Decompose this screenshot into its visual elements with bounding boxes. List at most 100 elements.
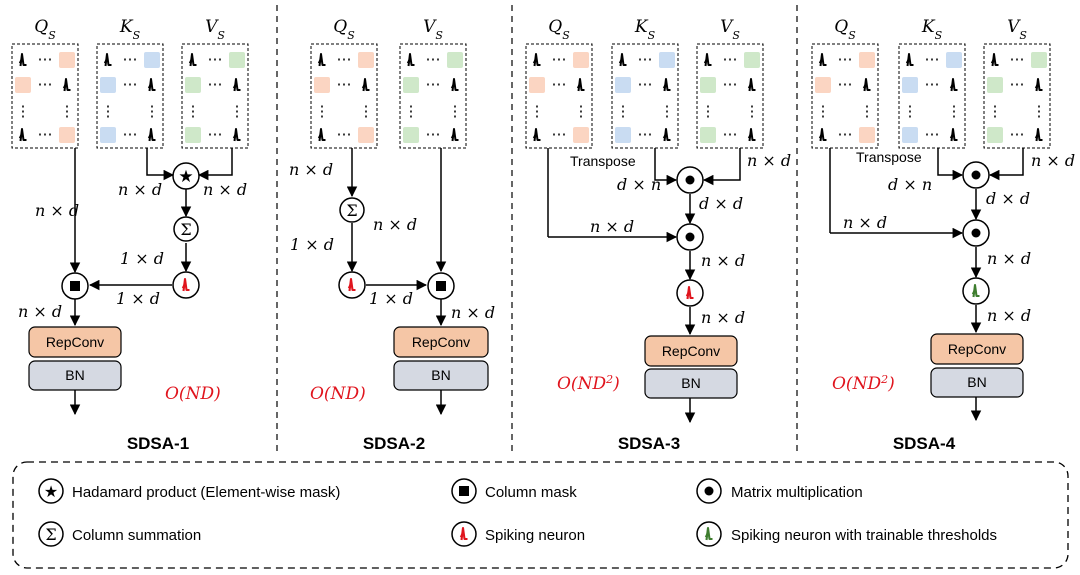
- sum-op: Σ: [173, 216, 199, 242]
- sum-op: Σ: [339, 197, 365, 223]
- spike-glyph: [181, 277, 190, 292]
- legend-matmul: Matrix multiplication: [696, 478, 863, 504]
- svg-text:⋯: ⋯: [123, 76, 138, 93]
- spike-glyph: [147, 78, 156, 92]
- svg-text:⋯: ⋯: [925, 76, 940, 93]
- spike-glyph: [862, 78, 871, 92]
- svg-text:⋯: ⋯: [838, 126, 853, 143]
- spike-glyph: [18, 53, 27, 67]
- connectors: [829, 148, 1024, 422]
- connectors: [346, 148, 447, 416]
- spike-glyph: [704, 526, 713, 541]
- panel-sdsa-2: Σ n × d 1 × d n × d 1 × d n × d RepConv …: [289, 148, 495, 453]
- complexity: O(ND2): [832, 373, 895, 395]
- panel-title: SDSA-1: [127, 434, 189, 453]
- spike-glyph: [1034, 78, 1043, 92]
- matrix-header: KS: [634, 17, 656, 42]
- matrix-header: KS: [921, 17, 943, 42]
- label-nd: n × d: [1031, 151, 1075, 170]
- spike-glyph: [459, 526, 468, 541]
- spike-glyph: [232, 128, 241, 142]
- svg-text:★: ★: [178, 167, 193, 187]
- sigma-icon: Σ: [38, 521, 64, 547]
- matrix-k: KS⋯⋯⋮⋮⋯: [611, 17, 679, 149]
- matrix-k: KS⋯⋯⋮⋮⋯: [96, 17, 164, 149]
- svg-text:⋮: ⋮: [616, 103, 631, 120]
- svg-text:⋮: ⋮: [16, 103, 31, 120]
- svg-text:⋯: ⋯: [123, 51, 138, 68]
- spike-glyph: [818, 128, 827, 142]
- bn-block: BN: [644, 368, 738, 399]
- label-nd: n × d: [747, 151, 791, 170]
- spike-glyph: [747, 128, 756, 142]
- label-nd: n × d: [590, 217, 634, 236]
- svg-text:⋯: ⋯: [838, 76, 853, 93]
- matmul-op: [676, 223, 704, 251]
- star-op: ★: [172, 162, 200, 190]
- label-dd: d × d: [986, 189, 1030, 208]
- matrix-header: VS: [423, 17, 443, 42]
- spike-glyph: [62, 78, 71, 92]
- svg-text:⋯: ⋯: [426, 76, 441, 93]
- spike-icon: [451, 521, 477, 547]
- spiking-neuron: [676, 279, 704, 307]
- legend-column-mask: Column mask: [451, 478, 577, 504]
- panel-title: SDSA-3: [618, 434, 680, 453]
- square-icon: [451, 478, 477, 504]
- matrix-header: KS: [119, 17, 141, 42]
- svg-text:★: ★: [44, 482, 58, 501]
- svg-text:BN: BN: [431, 367, 450, 383]
- svg-text:⋮: ⋮: [145, 103, 160, 120]
- svg-text:RepConv: RepConv: [662, 343, 720, 359]
- label-nd: n × d: [451, 303, 495, 322]
- label-nd: n × d: [701, 308, 745, 327]
- svg-text:⋯: ⋯: [1010, 126, 1025, 143]
- svg-text:⋮: ⋮: [816, 103, 831, 120]
- matrix-q: QS⋯⋯⋮⋮⋯: [11, 17, 79, 149]
- spike-glyph: [662, 128, 671, 142]
- spike-glyph: [450, 78, 459, 92]
- label-nd: n × d: [987, 249, 1031, 268]
- trainable-spiking-neuron: [962, 277, 990, 305]
- matrix-k: KS⋯⋯⋮⋮⋯: [898, 17, 966, 149]
- spike-glyph: [576, 78, 585, 92]
- legend-hadamard: ★ Hadamard product (Element-wise mask): [38, 478, 340, 504]
- svg-text:RepConv: RepConv: [948, 341, 1006, 357]
- legend: ★ Hadamard product (Element-wise mask) C…: [12, 461, 1069, 569]
- svg-text:Σ: Σ: [180, 220, 191, 239]
- spike-glyph: [949, 78, 958, 92]
- svg-text:⋮: ⋮: [745, 103, 760, 120]
- spike-glyph: [450, 128, 459, 142]
- spike-glyph: [703, 53, 712, 67]
- spike-glyph: [188, 53, 197, 67]
- label-1d: 1 × d: [120, 249, 164, 268]
- panel-title: SDSA-4: [893, 434, 956, 453]
- svg-text:⋯: ⋯: [426, 126, 441, 143]
- svg-text:⋮: ⋮: [660, 103, 675, 120]
- svg-text:⋮: ⋮: [60, 103, 75, 120]
- spike-glyph: [990, 53, 999, 67]
- svg-text:⋯: ⋯: [1010, 76, 1025, 93]
- spike-glyph: [317, 53, 326, 67]
- spiking-neuron: [338, 271, 366, 299]
- complexity: O(ND): [165, 384, 221, 404]
- spike-glyph: [971, 283, 980, 298]
- bn-block: BN: [393, 360, 489, 391]
- svg-text:⋯: ⋯: [925, 51, 940, 68]
- svg-text:⋯: ⋯: [208, 126, 223, 143]
- svg-text:⋮: ⋮: [701, 103, 716, 120]
- label-dn: d × n: [888, 175, 932, 194]
- svg-text:⋮: ⋮: [574, 103, 589, 120]
- svg-text:⋯: ⋯: [337, 76, 352, 93]
- matmul-op: [676, 166, 704, 194]
- matrix-q: QS⋯⋯⋮⋮⋯: [310, 17, 378, 149]
- legend-label: Column mask: [485, 484, 577, 501]
- spike-glyph: [949, 128, 958, 142]
- repconv-block: RepConv: [393, 326, 489, 358]
- matrix-v: VS⋯⋯⋮⋮⋯: [399, 17, 467, 149]
- svg-text:Σ: Σ: [346, 201, 357, 220]
- matrix-v: VS⋯⋯⋮⋮⋯: [181, 17, 249, 149]
- spike-glyph: [18, 128, 27, 142]
- spike-glyph: [818, 53, 827, 67]
